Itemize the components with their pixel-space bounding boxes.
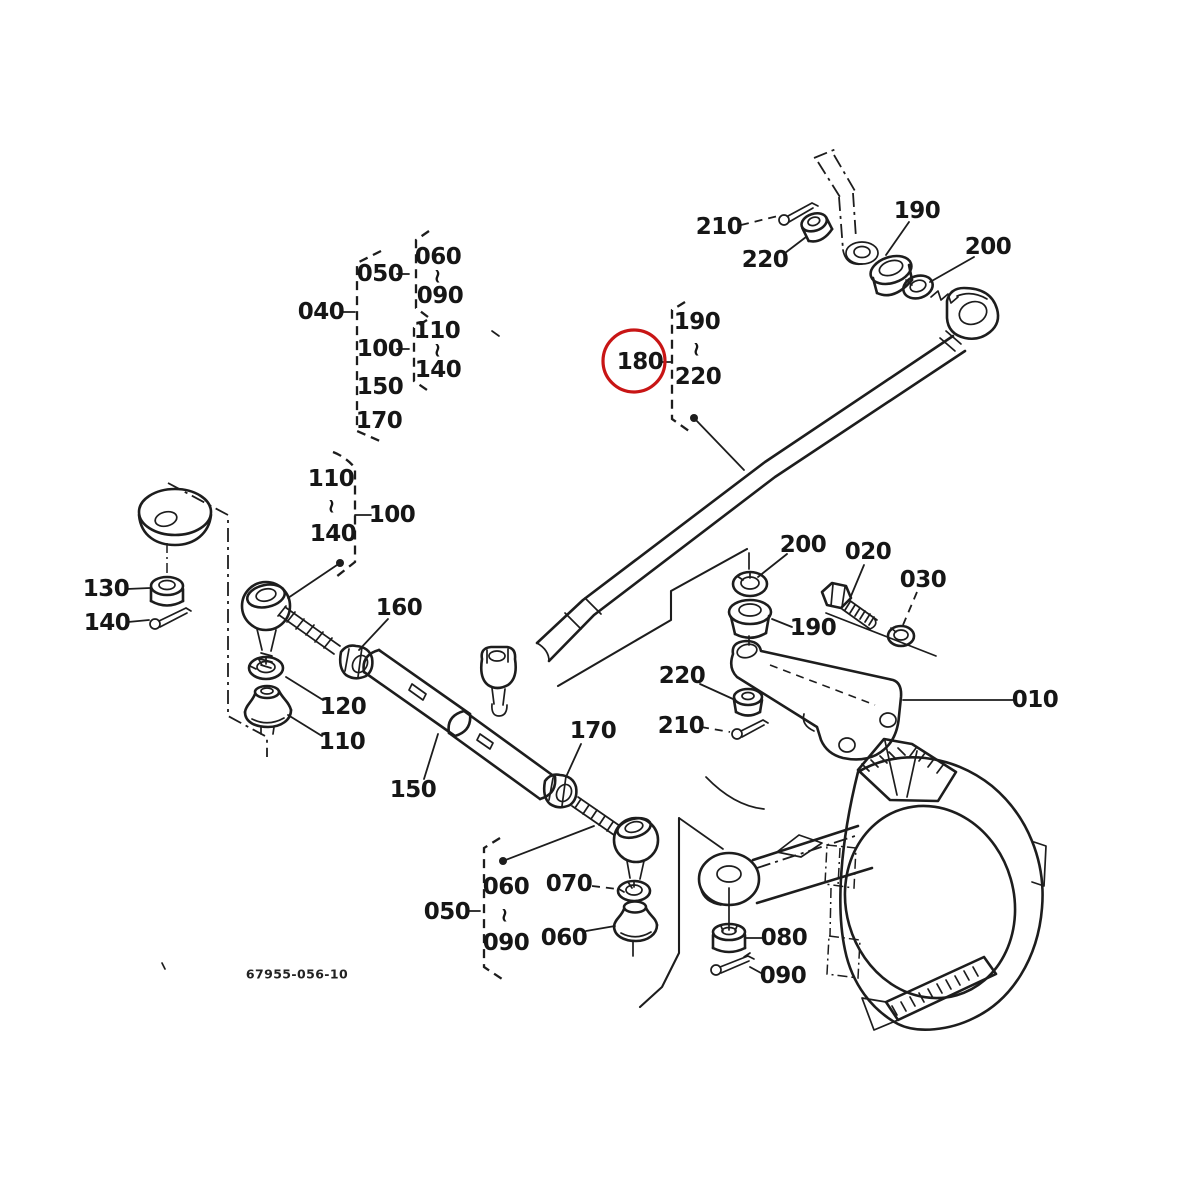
drag-link-lower-ball-joint-art (479, 645, 517, 717)
part-label-200-top[interactable]: 200 (965, 234, 1012, 260)
nut-170-art (542, 773, 578, 809)
part-label-210-arm[interactable]: 210 (658, 713, 705, 739)
mount-bracket-phantom (137, 482, 268, 757)
bracket-040-group (342, 230, 430, 444)
range-tilde-3: ~ (685, 341, 709, 357)
castle-nut-080-art (711, 922, 747, 954)
part-label-160[interactable]: 160 (376, 595, 423, 621)
part-label-020[interactable]: 020 (845, 539, 892, 565)
tie-rod-end-lh-art (240, 580, 292, 669)
part-label-180[interactable]: 180 (617, 349, 664, 375)
bolt-020-art (820, 581, 878, 630)
part-label-030[interactable]: 030 (900, 567, 947, 593)
cotter-pin-210-arm-art (731, 719, 769, 740)
drawing-number: 67955-056-10 (246, 967, 348, 982)
part-label-140-left[interactable]: 140 (84, 610, 131, 636)
part-label-190-arm[interactable]: 190 (790, 615, 837, 641)
part-label-220-range[interactable]: 220 (675, 364, 722, 390)
part-label-110-boot[interactable]: 110 (319, 729, 366, 755)
part-label-060-group[interactable]: 060 (415, 244, 462, 270)
part-label-220-top[interactable]: 220 (742, 247, 789, 273)
part-label-090-pin[interactable]: 090 (760, 963, 807, 989)
bushing-190-top-art (869, 254, 914, 297)
bracket-050-lower (466, 825, 595, 980)
part-label-080[interactable]: 080 (761, 925, 808, 951)
washer-200-arm-art (731, 570, 769, 598)
threads-rh-art (571, 796, 621, 836)
part-label-110-mid[interactable]: 110 (308, 466, 355, 492)
labels-layer: 210 220 190 200 040 050 060 ~ 090 100 11… (83, 198, 1059, 989)
knuckle-flange-art (705, 737, 1047, 1031)
cotter-pin-210-top-art (778, 202, 819, 226)
part-label-170-group[interactable]: 170 (356, 408, 403, 434)
bracket-110-140-mid (287, 450, 372, 599)
boot-060-art (612, 900, 659, 957)
part-label-190-range[interactable]: 190 (674, 309, 721, 335)
plate-edge-line (825, 612, 937, 657)
bushing-190-arm-art (727, 598, 773, 640)
part-label-170-nut[interactable]: 170 (570, 718, 617, 744)
cotter-pin-140-art (149, 607, 192, 630)
steering-arm-010-art (729, 639, 903, 761)
part-label-140-mid[interactable]: 140 (310, 521, 357, 547)
part-label-110-group[interactable]: 110 (414, 318, 461, 344)
part-label-150-group[interactable]: 150 (357, 374, 404, 400)
range-tilde-2: ~ (426, 342, 450, 358)
part-label-190-top[interactable]: 190 (894, 198, 941, 224)
section-boundary-lower (638, 816, 724, 1009)
washer-070-art (616, 879, 652, 903)
tie-rod-tube-150-art (362, 648, 557, 801)
part-label-040[interactable]: 040 (298, 299, 345, 325)
part-label-010[interactable]: 010 (1012, 687, 1059, 713)
part-label-200-arm[interactable]: 200 (780, 532, 827, 558)
part-label-090-lower[interactable]: 090 (483, 930, 530, 956)
part-label-100-group[interactable]: 100 (357, 336, 404, 362)
part-label-140-group[interactable]: 140 (415, 357, 462, 383)
threads-lh-art (277, 605, 341, 655)
part-label-210-top[interactable]: 210 (696, 214, 743, 240)
part-label-220-arm[interactable]: 220 (659, 663, 706, 689)
part-label-090-group[interactable]: 090 (417, 283, 464, 309)
leader-lines (126, 215, 1014, 974)
part-label-070[interactable]: 070 (546, 871, 593, 897)
tie-rod-end-rh-art (612, 816, 660, 880)
nut-160-art (338, 644, 374, 680)
range-tilde-1: ~ (426, 268, 450, 284)
nut-220-top-art (800, 211, 834, 243)
range-tilde-4: ~ (320, 498, 344, 514)
part-label-060-lower[interactable]: 060 (483, 874, 530, 900)
part-label-120[interactable]: 120 (320, 694, 367, 720)
part-label-060-boot[interactable]: 060 (541, 925, 588, 951)
drag-link-upper-joint-art (930, 286, 1000, 352)
part-label-130[interactable]: 130 (83, 576, 130, 602)
part-label-050-lower[interactable]: 050 (424, 899, 471, 925)
nut-130-art (149, 575, 185, 607)
drag-link-180-art (535, 334, 967, 663)
knuckle-arm-art (697, 824, 874, 926)
washer-030-art (886, 624, 916, 648)
range-tilde-5: ~ (493, 907, 517, 923)
part-label-050-group[interactable]: 050 (357, 261, 404, 287)
part-label-100-mid[interactable]: 100 (369, 502, 416, 528)
boot-110-art (243, 684, 293, 735)
washer-120-art (247, 655, 285, 681)
part-label-150-rod[interactable]: 150 (390, 777, 437, 803)
bracket-190-220-range (660, 301, 745, 471)
nut-220-arm-art (732, 687, 764, 717)
washer-200-top-art (902, 274, 934, 300)
scan-artifacts (161, 330, 500, 970)
cotter-pin-090-art (710, 952, 755, 976)
highlight-circle (601, 328, 667, 394)
pitman-arm-phantom (813, 148, 879, 266)
